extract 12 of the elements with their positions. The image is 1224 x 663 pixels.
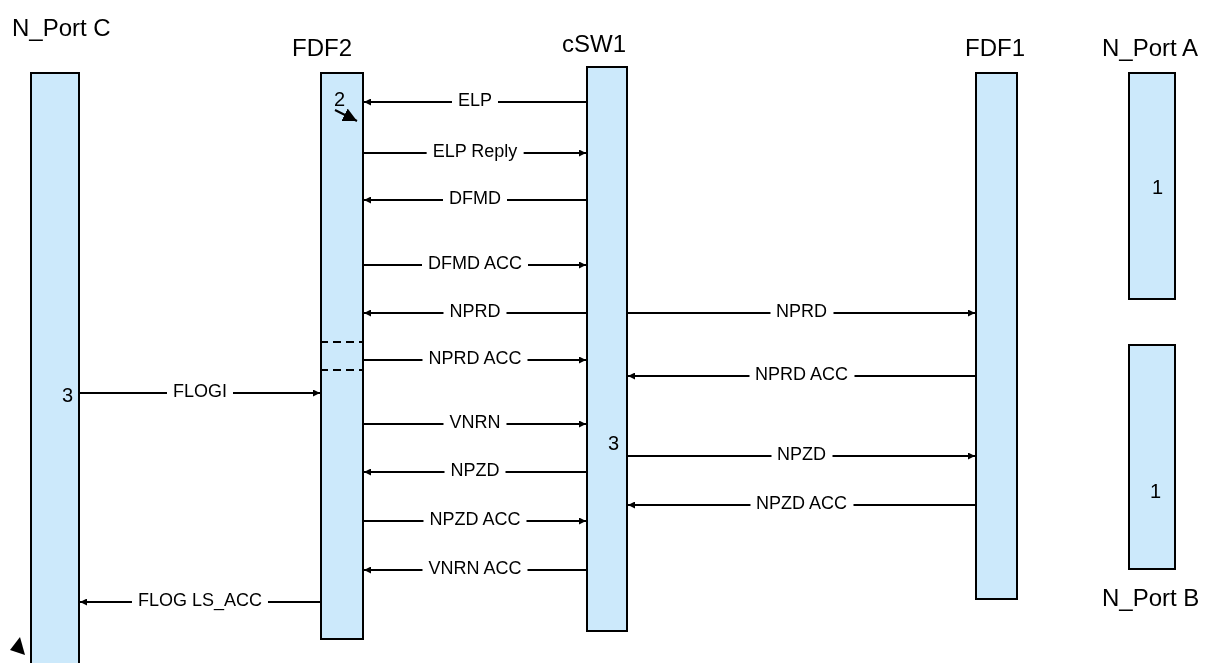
lifeline-title: FDF1 — [965, 34, 1025, 62]
lifeline-title: N_Port C — [12, 14, 111, 42]
lifeline-title: N_Port A — [1102, 34, 1199, 62]
message-arrow — [334, 108, 358, 122]
lifeline-title: FDF2 — [292, 34, 352, 62]
lifeline-title: N_Port B — [1102, 584, 1200, 612]
step-number: 3 — [62, 384, 74, 407]
lifeline-title: cSW1 — [562, 30, 626, 58]
step-number: 2 — [334, 88, 346, 111]
step-number: 1 — [1152, 176, 1164, 199]
step-number: 3 — [608, 432, 620, 455]
step-number: 1 — [1150, 480, 1162, 503]
